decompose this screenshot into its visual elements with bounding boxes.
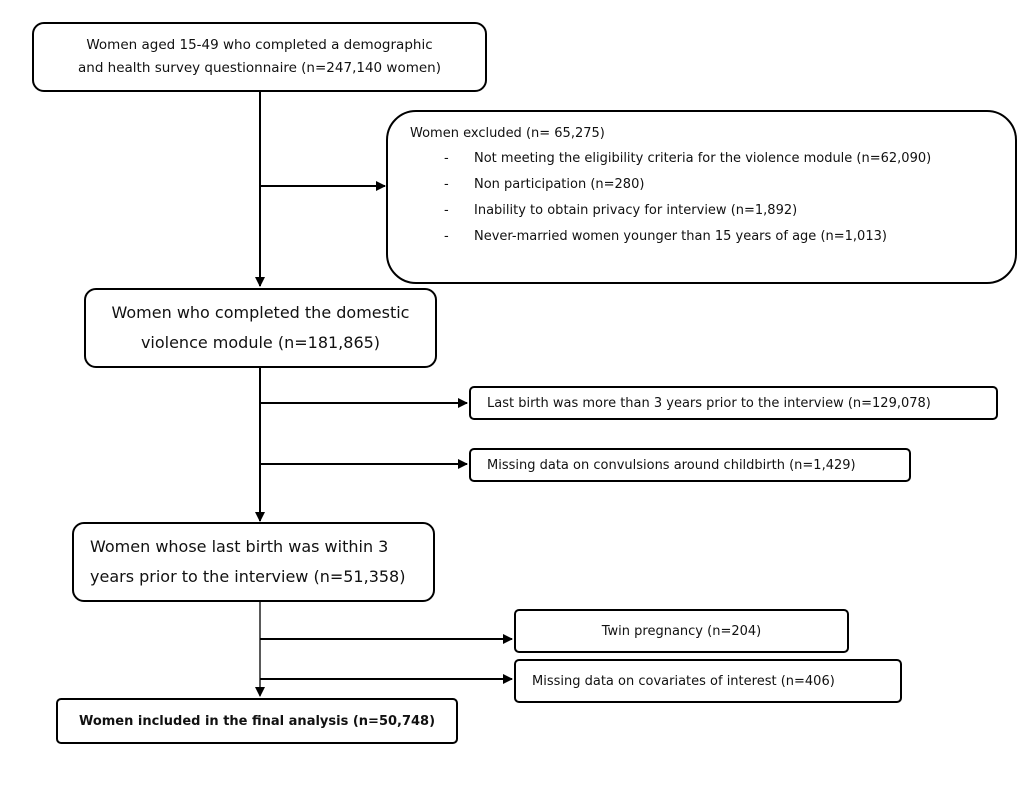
start-line-1: Women aged 15-49 who completed a demogra… (86, 37, 433, 53)
dv-module-line-2: violence module (n=181,865) (140, 333, 381, 352)
excluded-box: Women excluded (n= 65,275) - Not meeting… (386, 110, 1017, 284)
last-birth-excluded-text: Last birth was more than 3 years prior t… (487, 395, 931, 411)
list-bullet: - (444, 177, 449, 192)
excluded-reason-text: Non participation (n=280) (474, 177, 645, 192)
final-analysis-box: Women included in the final analysis (n=… (56, 698, 458, 744)
list-bullet: - (444, 203, 449, 218)
excluded-reason-text: Not meeting the eligibility criteria for… (474, 151, 932, 166)
covariates-excluded-box: Missing data on covariates of interest (… (514, 659, 902, 703)
twin-pregnancy-text: Twin pregnancy (n=204) (601, 623, 762, 639)
start-box: Women aged 15-49 who completed a demogra… (32, 22, 487, 92)
excluded-reason-text: Never-married women younger than 15 year… (474, 229, 887, 244)
within-3-years-line-1: Women whose last birth was within 3 (90, 537, 389, 556)
twin-pregnancy-box: Twin pregnancy (n=204) (514, 609, 849, 653)
excluded-title: Women excluded (n= 65,275) (410, 126, 605, 141)
start-line-2: and health survey questionnaire (n=247,1… (77, 60, 442, 76)
last-birth-excluded-box: Last birth was more than 3 years prior t… (469, 386, 998, 420)
dv-module-box: Women who completed the domestic violenc… (84, 288, 437, 368)
final-analysis-text: Women included in the final analysis (n=… (78, 713, 436, 729)
dv-module-line-1: Women who completed the domestic (111, 303, 410, 322)
list-bullet: - (444, 151, 449, 166)
within-3-years-line-2: years prior to the interview (n=51,358) (90, 567, 406, 586)
covariates-excluded-text: Missing data on covariates of interest (… (532, 673, 835, 689)
excluded-reason-text: Inability to obtain privacy for intervie… (474, 203, 798, 218)
convulsions-excluded-box: Missing data on convulsions around child… (469, 448, 911, 482)
list-bullet: - (444, 229, 449, 244)
convulsions-excluded-text: Missing data on convulsions around child… (487, 457, 856, 473)
within-3-years-box: Women whose last birth was within 3 year… (72, 522, 435, 602)
